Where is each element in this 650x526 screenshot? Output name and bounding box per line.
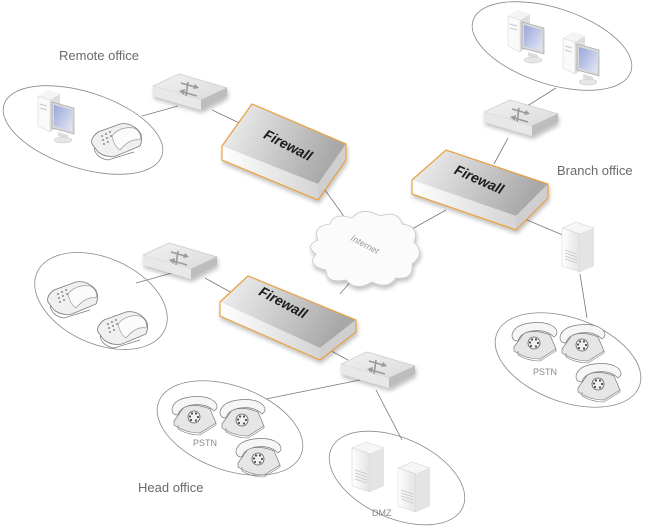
link-head-switch-firewall <box>204 277 233 294</box>
remote-office-label: Remote office <box>59 48 139 63</box>
branch-office-label: Branch office <box>557 163 633 178</box>
remote-switch[interactable] <box>152 73 228 111</box>
head-desk-phone-2[interactable] <box>97 311 149 349</box>
branch-switch[interactable] <box>483 99 559 137</box>
branch-pstn-label: PSTN <box>533 367 558 377</box>
head-office-label: Head office <box>138 480 204 495</box>
head-desk-phone-1[interactable] <box>47 281 99 319</box>
link-branch-switch-firewall <box>493 137 509 165</box>
branch-workstation-2[interactable] <box>562 31 600 86</box>
branch-workstation-1[interactable] <box>507 9 545 64</box>
internet-cloud: Internet <box>310 211 420 287</box>
remote-workstation[interactable] <box>37 89 75 144</box>
remote-office-group <box>2 85 164 175</box>
branch-pstn-phone-2[interactable] <box>559 324 606 364</box>
link-branch-group-switch <box>523 87 557 109</box>
remote-desk-phone[interactable] <box>91 123 143 161</box>
link-head-switch2-dmz <box>375 389 403 441</box>
head-pstn-group <box>156 380 304 476</box>
firewall-remote[interactable]: Firewall <box>221 103 347 201</box>
dmz-server-2[interactable] <box>397 461 431 513</box>
head-switch-2[interactable] <box>340 351 416 389</box>
link-remote-group-switch <box>141 105 179 117</box>
dmz-server-1[interactable] <box>351 441 385 493</box>
link-branch-server-pstn <box>579 273 588 319</box>
head-pstn-phone-3[interactable] <box>235 438 282 478</box>
head-phones-group <box>34 252 168 350</box>
branch-pstn-group <box>494 312 642 408</box>
branch-pstn-phone-3[interactable] <box>575 363 622 403</box>
link-branch-firewall-server <box>519 216 566 237</box>
head-switch-1[interactable] <box>142 242 218 280</box>
head-pstn-phone-2[interactable] <box>219 399 266 439</box>
head-pstn-phone-1[interactable] <box>171 396 218 436</box>
branch-pstn-phone-1[interactable] <box>511 322 558 362</box>
dmz-label: DMZ <box>372 508 392 518</box>
firewall-branch[interactable]: Firewall <box>411 149 549 231</box>
branch-office-group <box>471 1 633 91</box>
link-head-switch2-pstn <box>265 379 361 400</box>
head-pstn-label: PSTN <box>193 438 218 448</box>
branch-server[interactable] <box>561 221 595 273</box>
dmz-group <box>328 430 466 526</box>
firewall-head[interactable]: Firewall <box>219 275 357 361</box>
link-head-phones-switch <box>135 272 173 284</box>
